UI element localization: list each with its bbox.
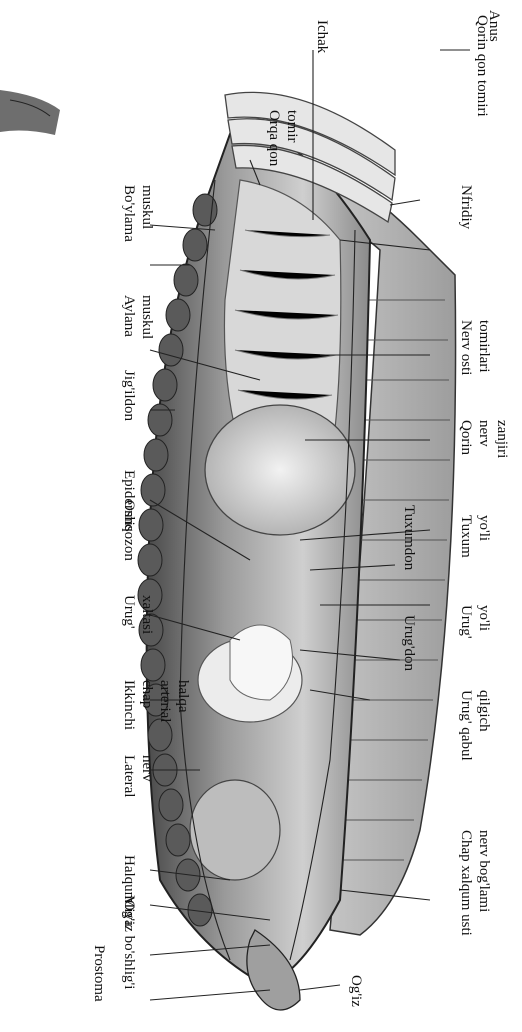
label-aylana-muskul: Aylana muskul	[121, 295, 155, 341]
label-urug-xaltasi: Urug' xaltasi	[121, 595, 155, 634]
label-nefridiy: Nfridiy	[458, 185, 474, 230]
label-oshqozon: Oshqozon	[121, 500, 137, 561]
label-nerv-osti: Nerv osti tomirlari	[458, 320, 492, 379]
label-urug-yoli: Urug' yo'li	[458, 605, 492, 642]
label-prostoma: Prostoma	[91, 945, 107, 1002]
pharynx-organ	[190, 780, 280, 880]
label-tuxumdon: Tuxumdon	[401, 505, 417, 571]
label-ichak: Ichak	[314, 20, 330, 54]
anus-region	[0, 90, 60, 135]
label-qorin-qon-tomiri: Qorin qon tomiri	[474, 15, 490, 117]
label-qorin-nerv: Qorin nerv zanjiri	[458, 420, 510, 459]
label-jigildon: Jig'ildon	[121, 370, 137, 422]
label-urugdon: Urug'don	[401, 615, 417, 672]
label-tuxum-yoli: Tuxum yo'li	[458, 515, 492, 562]
label-urug-qabul: Urug' qabul qilgich	[458, 690, 492, 764]
label-ogiz-boshligi: Og'iz bo'shlig'i	[121, 900, 137, 989]
label-ogiz: Og'iz	[348, 975, 364, 1007]
label-lateral-nerv: Lateral nerv	[121, 755, 155, 801]
label-boylama-muskul: Bo'ylama muskul	[121, 185, 155, 246]
label-chap-halqum: Chap xalqum usti nerv bog'lami	[458, 830, 492, 940]
crop-organ	[205, 405, 355, 535]
